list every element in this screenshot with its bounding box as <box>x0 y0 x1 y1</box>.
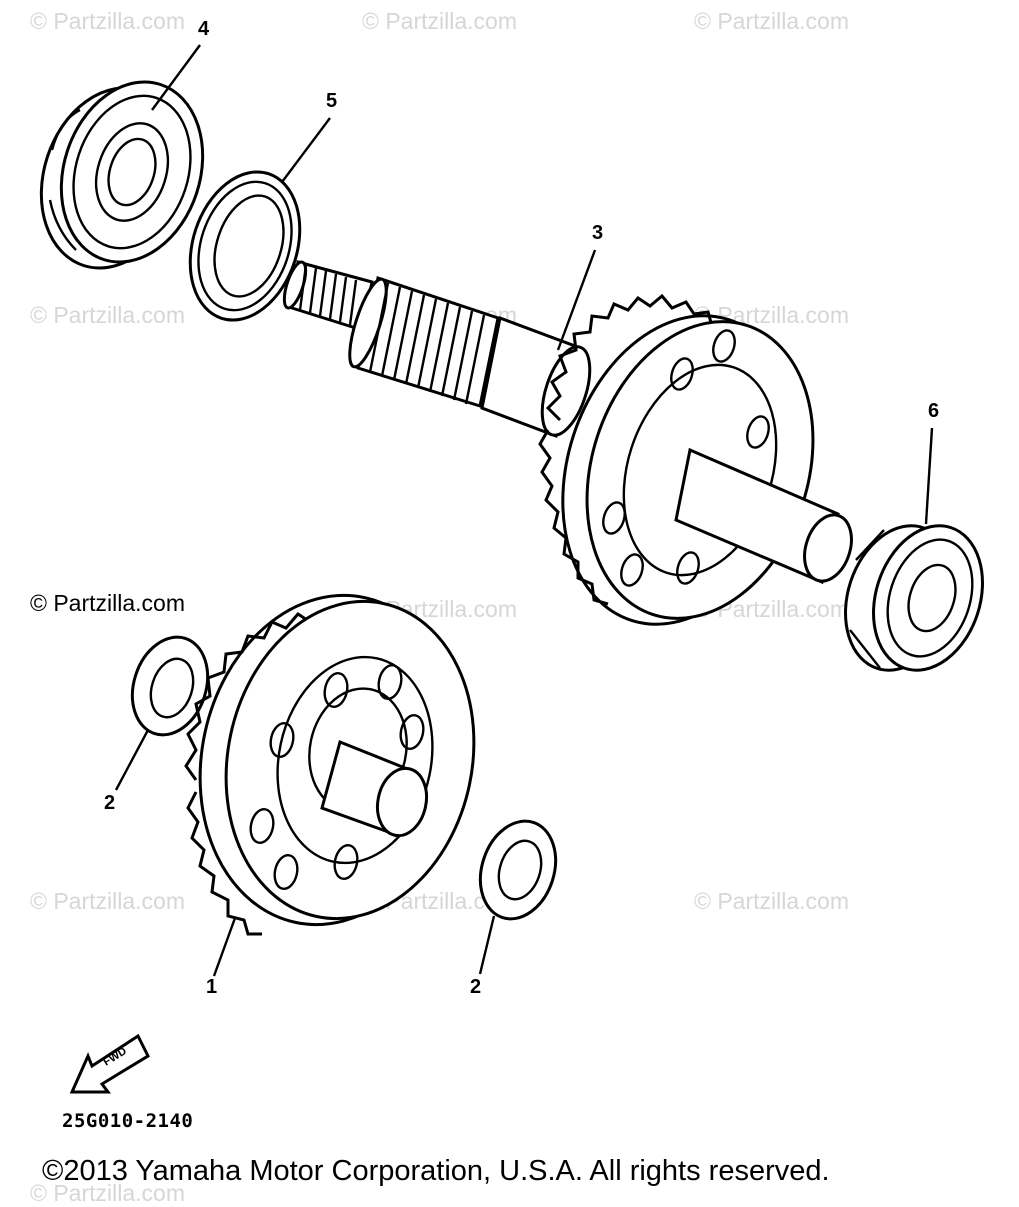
oil-seal-part-5 <box>188 170 302 322</box>
forward-arrow-icon: FWD <box>69 1033 150 1094</box>
copyright-notice: ©2013 Yamaha Motor Corporation, U.S.A. A… <box>42 1155 830 1187</box>
leader-lines <box>114 44 934 977</box>
bearing-part-4 <box>39 80 205 270</box>
watermark: © Partzilla.com <box>30 888 185 914</box>
washer-part-2-right <box>478 819 558 921</box>
callout-part-5: 5 <box>326 90 338 112</box>
main-axle-part-3 <box>282 260 853 626</box>
callout-part-3: 3 <box>592 222 604 244</box>
callout-part-1: 1 <box>206 976 218 998</box>
partzilla-credit: © Partzilla.com <box>30 590 185 616</box>
bearing-part-6 <box>844 524 984 672</box>
watermark: © Partzilla.com <box>694 8 849 34</box>
watermark: © Partzilla.com <box>362 8 517 34</box>
washer-part-2-left <box>130 635 210 737</box>
callout-part-6: 6 <box>928 400 940 422</box>
callout-part-4: 4 <box>198 18 210 40</box>
watermark: © Partzilla.com <box>30 8 185 34</box>
watermark: © Partzilla.com <box>694 888 849 914</box>
watermark: © Partzilla.com <box>30 302 185 328</box>
diagram-code: 25G010-2140 <box>62 1110 194 1132</box>
callout-part-2-right: 2 <box>470 976 482 998</box>
callout-part-2-left: 2 <box>104 792 116 814</box>
gear-part-1 <box>184 593 476 936</box>
